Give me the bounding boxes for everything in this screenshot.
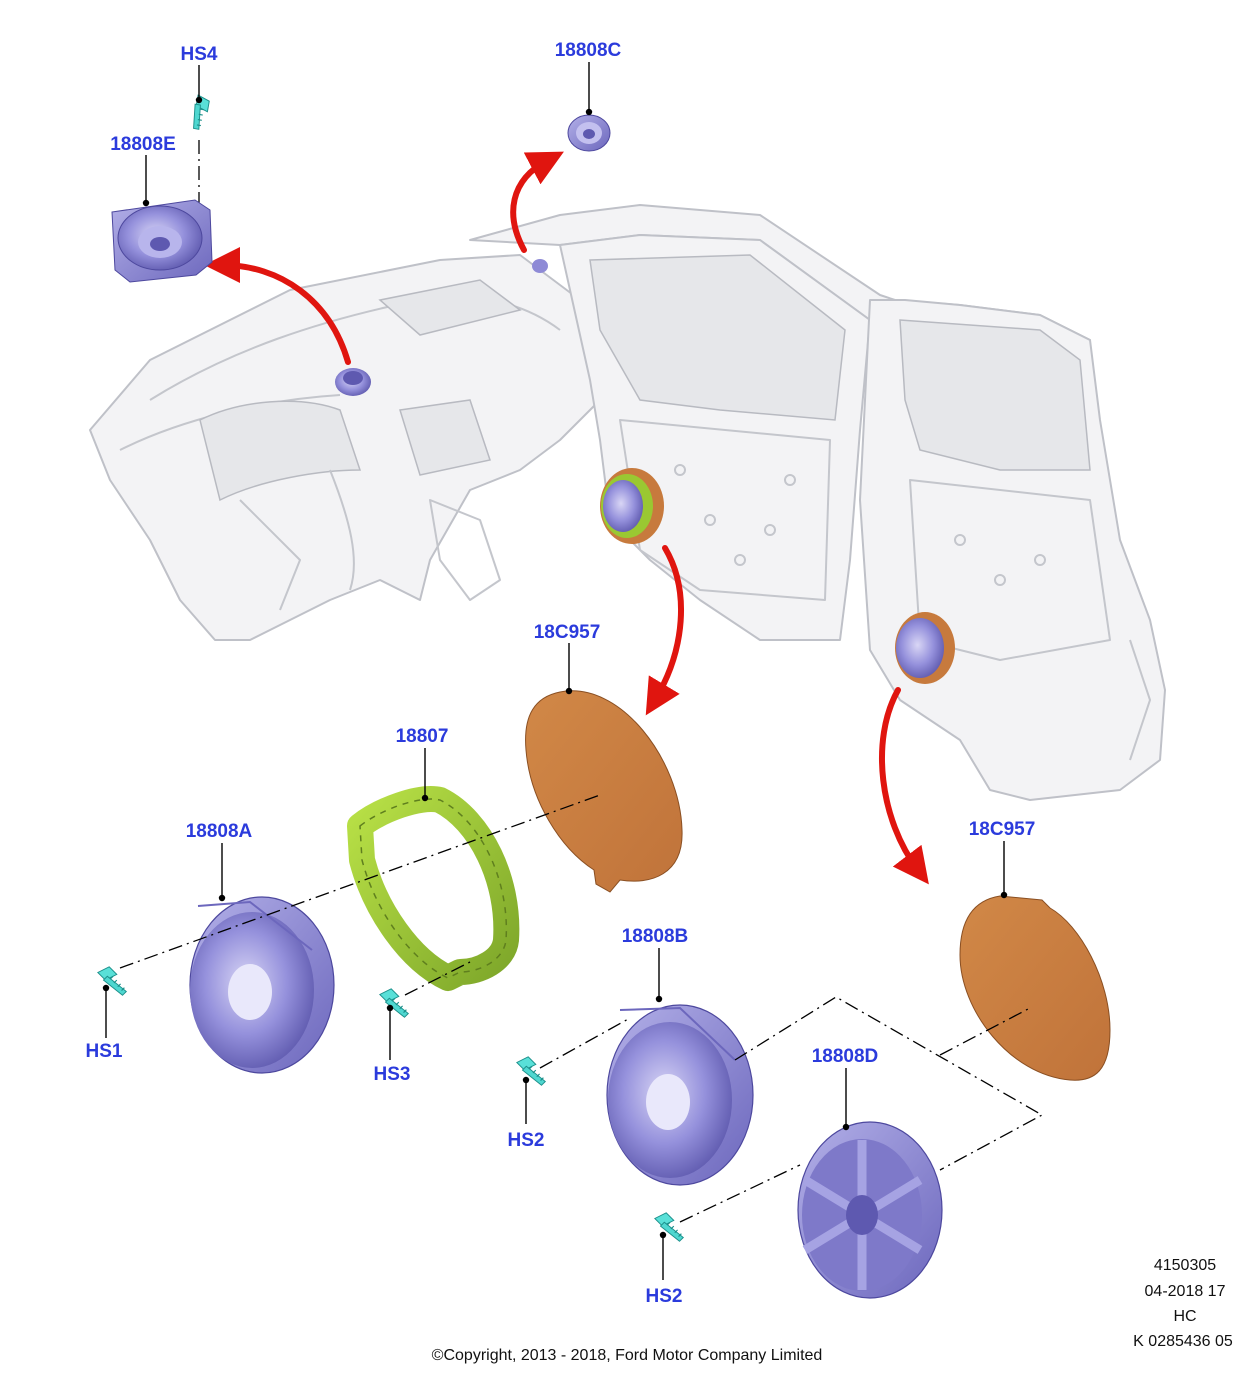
screw-hs2-b-icon [654,1212,684,1242]
installed-speaker-front-door [600,468,664,544]
pad-18c957-left [525,690,683,893]
arrow-rear-door-speaker [879,687,929,885]
screw-hs2-a-icon [516,1056,546,1086]
pad-18c957-right [959,895,1111,1081]
copyright-notice: ©Copyright, 2013 - 2018, Ford Motor Comp… [432,1347,823,1364]
tweeter-18808e [111,199,213,283]
callout-18c957-right: 18C957 [969,819,1036,840]
drawing-date: 04-2018 17 [1145,1283,1226,1300]
speaker-18808d [797,1121,943,1299]
callout-18c957-left: 18C957 [534,622,601,643]
centerline-hs2-a [539,1017,631,1069]
arrow-dash-tweeter [204,247,351,365]
centerline-hs2-b [679,1164,801,1223]
speaker-18808a [189,896,335,1074]
callout-hs1: HS1 [86,1041,123,1062]
callout-hs2-b: HS2 [646,1286,683,1307]
callout-hs3: HS3 [374,1064,411,1085]
installed-tweeter-pillar [532,259,548,273]
callout-18808b: 18808B [622,926,689,947]
installed-speaker-rear-door [895,612,955,684]
speaker-18808b [606,1004,754,1186]
arrow-front-door-speaker [645,545,684,716]
drawing-number: 4150305 [1154,1257,1216,1274]
callout-hs2-a: HS2 [508,1130,545,1151]
leader-lines [102,62,1008,1280]
centerline-rear-branch [734,996,1044,1171]
callout-18807: 18807 [396,726,449,747]
tweeter-18808c [567,114,611,152]
callout-18808c: 18808C [555,40,622,61]
screw-hs1-icon [97,966,127,996]
installed-tweeter-dash [335,368,371,396]
drawing-reference: K 0285436 05 [1133,1333,1233,1350]
arrow-pillar-tweeter [510,151,564,253]
screw-hs3-icon [379,988,409,1018]
callout-18808a: 18808A [186,821,253,842]
callout-hs4: HS4 [181,44,218,65]
callout-18808e: 18808E [110,134,176,155]
centerline-front-stack [119,794,601,969]
centerline-hs3 [404,961,471,996]
bracket-18807 [347,786,520,991]
drawing-code: HC [1173,1308,1196,1325]
callout-18808d: 18808D [812,1046,879,1067]
